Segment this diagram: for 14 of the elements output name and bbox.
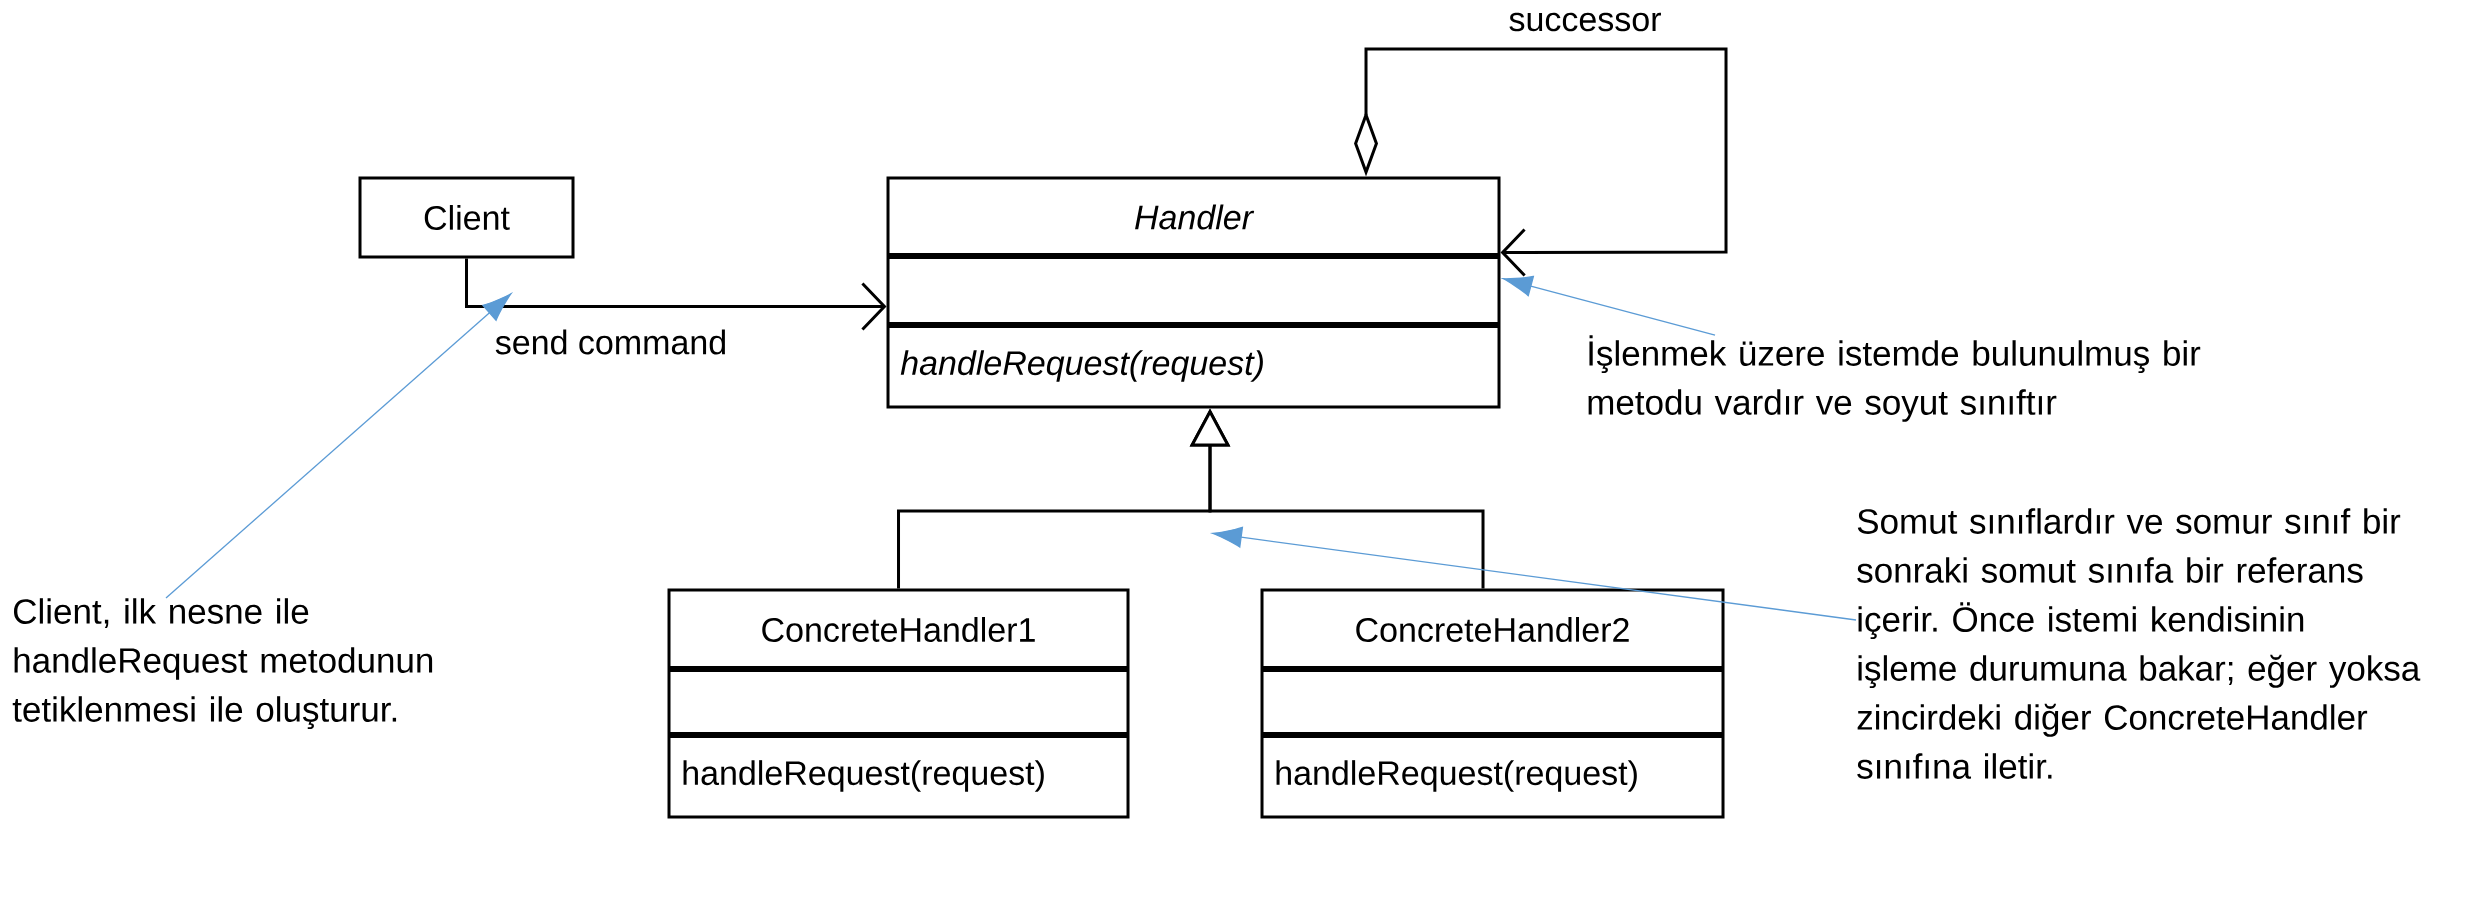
abstract-class-box: Handler handleRequest(request) (886, 176, 1501, 409)
class-box: Client (358, 176, 575, 259)
class-box: ConcreteHandler2 handleRequest(request) (1260, 588, 1725, 819)
note-text: Client, ilk nesne ile handleRequest metodunun tetiklenmesi ile oluşturur. (12, 598, 433, 729)
association-arrow (465, 258, 887, 331)
edge-label: successor (1506, 10, 1664, 34)
class-box: ConcreteHandler1 handleRequest(request) (667, 588, 1130, 819)
leader-line (165, 293, 512, 599)
note-text: İşlenmek üzere istemde bulunulmuş bir metodu vardır ve soyut sınıftır (1588, 335, 2201, 422)
leader-line (1212, 526, 1857, 621)
edge-label: send command (492, 327, 730, 357)
association-arrow (1502, 275, 1716, 336)
note-text: Somut sınıflardır ve somur sınıf bir sonraki somut sınıfa bir referans içerir. Önce istemi kendisinin işleme durumuna bakar; eğer yoksa zincirdeki diğer ConcreteHandler sınıfına iletir. (1857, 508, 2421, 779)
aggregation-arrow (1354, 47, 1728, 277)
